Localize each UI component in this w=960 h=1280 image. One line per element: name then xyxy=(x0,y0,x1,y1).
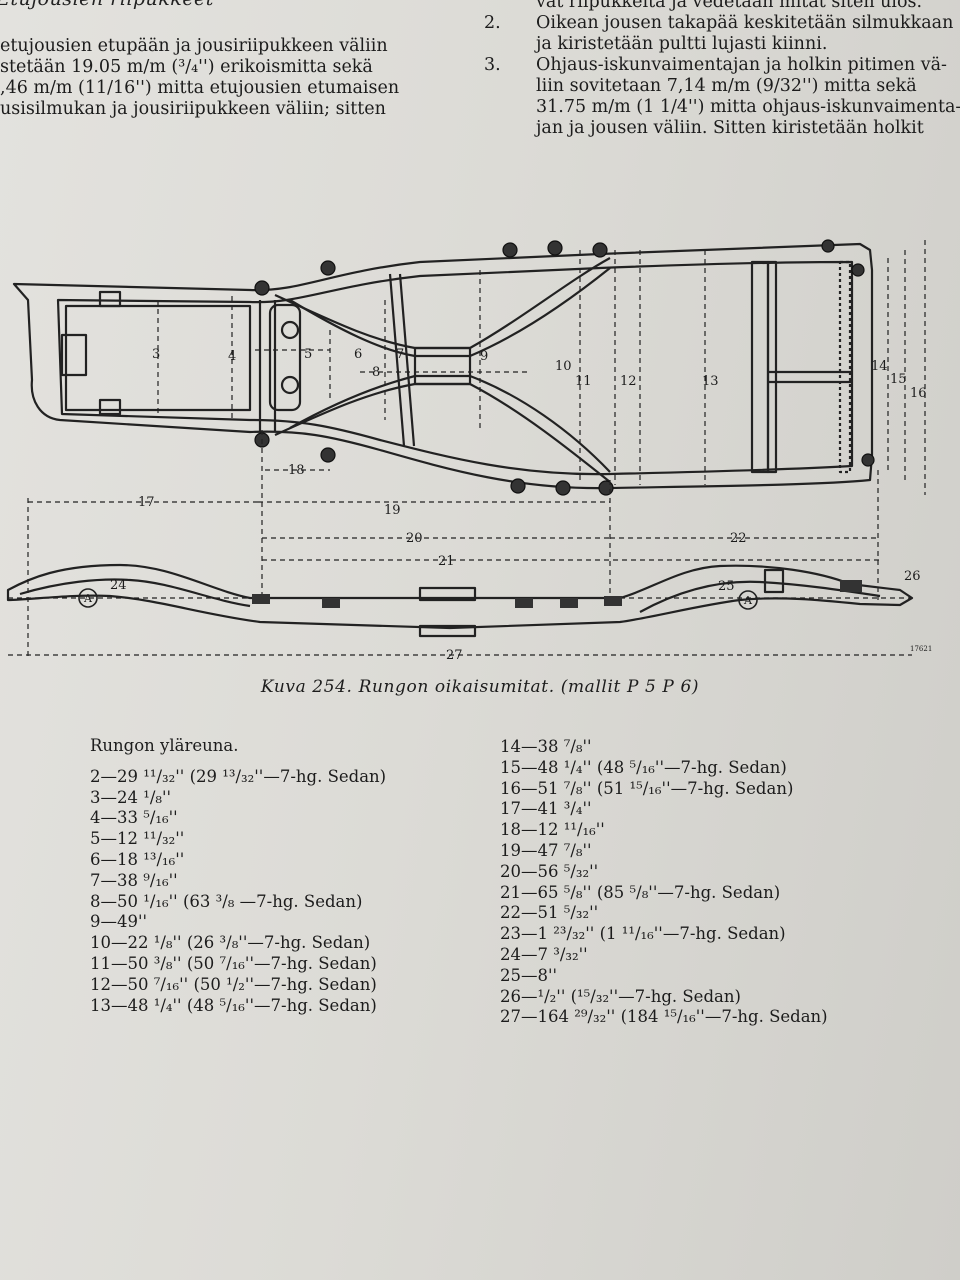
dimension-item: 9—49'' xyxy=(90,912,148,932)
dimension-item: 26—¹/₂'' (¹⁵/₃₂''—7-hg. Sedan) xyxy=(500,986,741,1006)
dimension-item: 16—51 ⁷/₈'' (51 ¹⁵/₁₆''—7-hg. Sedan) xyxy=(500,778,794,798)
dim-label: 10 xyxy=(555,359,572,374)
section-heading: Etujousien riipukkeet xyxy=(0,0,214,10)
dim-label: 6 xyxy=(354,347,362,362)
dim-label: 4 xyxy=(228,349,236,364)
dim-label: 27 xyxy=(446,648,463,663)
step-line: vat riipukkeita ja vedetään mitat siten … xyxy=(536,0,923,12)
dimension-list-right: 14—38 ⁷/₈'' 15—48 ¹/₄'' (48 ⁵/₁₆''—7-hg.… xyxy=(500,737,828,1028)
dim-label: 11 xyxy=(575,374,592,389)
dimension-item: 20—56 ⁵/₃₂'' xyxy=(500,861,599,881)
step-line: 2.Oikean jousen takapää keskitetään silm… xyxy=(484,13,954,33)
text-line: stetään 19.05 m/m (³/₄'') erikoismitta s… xyxy=(0,57,373,77)
dimension-item: 7—38 ⁹/₁₆'' xyxy=(90,870,178,890)
dim-label: 20 xyxy=(406,531,423,546)
point-label: A xyxy=(743,594,753,607)
dim-label: 9 xyxy=(480,349,488,364)
dimension-list-left: Rungon yläreuna. 2—29 ¹¹/₃₂'' (29 ¹³/₃₂'… xyxy=(90,736,386,1016)
dim-label: 15 xyxy=(890,372,907,387)
dim-label: 12 xyxy=(620,374,637,389)
dimension-item: 6—18 ¹³/₁₆'' xyxy=(90,849,185,869)
point-label: A xyxy=(83,592,93,605)
dimension-item: 2—29 ¹¹/₃₂'' (29 ¹³/₃₂''—7-hg. Sedan) xyxy=(90,766,387,786)
dimension-item: 25—8'' xyxy=(500,965,558,985)
dimension-item: 3—24 ¹/₈'' xyxy=(90,787,172,807)
text-line: etujousien etupään ja jousiriipukkeen vä… xyxy=(0,36,388,56)
dimension-item: 23—1 ²³/₃₂'' (1 ¹¹/₁₆''—7-hg. Sedan) xyxy=(500,924,786,944)
left-text-column: etujousien etupään ja jousiriipukkeen vä… xyxy=(0,36,430,120)
list-title: Rungon yläreuna. xyxy=(90,736,239,755)
dimension-item: 13—48 ¹/₄'' (48 ⁵/₁₆''—7-hg. Sedan) xyxy=(90,995,377,1015)
text-line: ,46 m/m (11/16'') mitta etujousien etuma… xyxy=(0,78,400,98)
dimension-item: 19—47 ⁷/₈'' xyxy=(500,840,592,860)
dim-label: 3 xyxy=(152,347,160,362)
dim-label: 8 xyxy=(372,365,380,380)
dimension-item: 5—12 ¹¹/₃₂'' xyxy=(90,829,185,849)
dim-label: 25 xyxy=(718,579,735,594)
dimension-item: 22—51 ⁵/₃₂'' xyxy=(500,903,599,923)
text-line: usisilmukan ja jousiriipukkeen väliin; s… xyxy=(0,99,386,119)
dimension-item: 17—41 ³/₄'' xyxy=(500,799,592,819)
figure-reference: 17621 xyxy=(910,645,932,653)
dim-label: 13 xyxy=(702,374,719,389)
dim-label: 17 xyxy=(138,495,155,510)
dim-label: 19 xyxy=(384,503,401,518)
dim-label: 16 xyxy=(910,386,927,401)
step-line: 3.Ohjaus-iskunvaimentajan ja holkin piti… xyxy=(484,55,947,75)
dimension-item: 21—65 ⁵/₈'' (85 ⁵/₈''—7-hg. Sedan) xyxy=(500,882,781,902)
step-line: liin sovitetaan 7,14 m/m (9/32'') mitta … xyxy=(536,76,917,96)
dimension-item: 4—33 ⁵/₁₆'' xyxy=(90,808,178,828)
dimension-item: 11—50 ³/₈'' (50 ⁷/₁₆''—7-hg. Sedan) xyxy=(90,953,377,973)
dimension-item: 8—50 ¹/₁₆'' (63 ³/₈ —7-hg. Sedan) xyxy=(90,891,363,911)
step-line: ja kiristetään pultti lujasti kiinni. xyxy=(536,34,828,54)
step-line: 31.75 m/m (1 1/4'') mitta ohjaus-iskunva… xyxy=(536,97,960,117)
dim-label: 22 xyxy=(730,531,747,546)
frame-diagram: 3 4 5 6 7 8 9 10 11 12 13 14 15 16 17 18… xyxy=(6,239,932,663)
dimension-item: 24—7 ³/₃₂'' xyxy=(500,944,588,964)
dim-label: 21 xyxy=(438,554,455,569)
dimension-item: 12—50 ⁷/₁₆'' (50 ¹/₂''—7-hg. Sedan) xyxy=(90,974,377,994)
dim-label: 14 xyxy=(871,359,888,374)
dimension-item: 14—38 ⁷/₈'' xyxy=(500,737,592,756)
right-text-column: vat riipukkeita ja vedetään mitat siten … xyxy=(470,0,960,139)
dimension-item: 27—164 ²⁹/₃₂'' (184 ¹⁵/₁₆''—7-hg. Sedan) xyxy=(500,1007,828,1027)
dimension-item: 15—48 ¹/₄'' (48 ⁵/₁₆''—7-hg. Sedan) xyxy=(500,757,787,777)
dim-label: 7 xyxy=(396,347,404,362)
dim-label: 18 xyxy=(288,463,305,478)
dimension-item: 10—22 ¹/₈'' (26 ³/₈''—7-hg. Sedan) xyxy=(90,933,371,953)
step-line: jan ja jousen väliin. Sitten kiristetään… xyxy=(536,118,924,138)
dim-label: 24 xyxy=(110,578,127,593)
dim-label: 5 xyxy=(304,347,312,362)
figure-caption: Kuva 254. Rungon oikaisumitat. (mallit P… xyxy=(260,677,700,697)
dimension-item: 18—12 ¹¹/₁₆'' xyxy=(500,820,605,840)
dim-label: 26 xyxy=(904,569,921,584)
